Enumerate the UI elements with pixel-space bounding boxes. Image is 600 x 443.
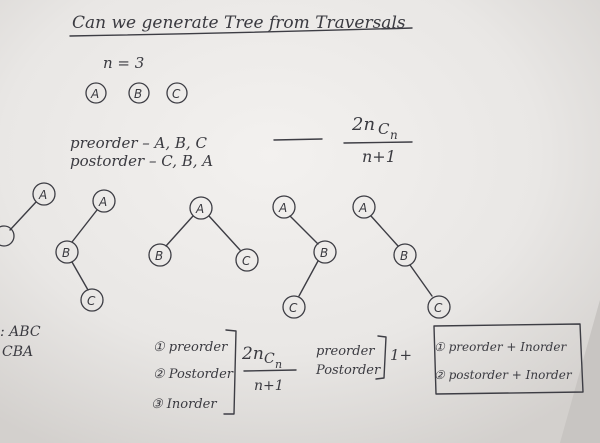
- group-with-inorder: ① preorder + Inorder ② postorder + Inord…: [433, 323, 584, 395]
- tree-3: A B C: [272, 195, 337, 319]
- group2-item1: preorder: [316, 344, 375, 359]
- node-a-circle: [85, 82, 107, 104]
- n-label: n = 3: [103, 54, 144, 72]
- group3-item2: ② postorder + Inorder: [434, 368, 573, 382]
- tree2-edge-ac: [208, 215, 241, 251]
- group1-sub: C: [264, 351, 275, 367]
- group-pre-post: preorder Postorder 1+: [315, 335, 412, 380]
- tree4-node-b: [393, 243, 417, 267]
- tree-4: A B C: [352, 195, 451, 319]
- tree2-node-b: [148, 243, 172, 267]
- tree3-edge-bc: [298, 260, 319, 297]
- tree4-edge-bc: [409, 264, 433, 297]
- tree4-node-a: [352, 195, 376, 219]
- tree1-node-b: [55, 240, 79, 264]
- node-b-circle: [128, 82, 150, 104]
- tree1-label-c: C: [87, 294, 96, 308]
- group2-item2: Postorder: [315, 363, 381, 378]
- tree4-edge-ab: [370, 215, 399, 247]
- tree4-label-b: B: [400, 249, 408, 263]
- tree3-label-a: A: [278, 201, 287, 215]
- tree-partial-left: A: [0, 182, 56, 247]
- board-shadow: [560, 300, 600, 443]
- node-b-label: B: [134, 87, 142, 101]
- tree2-node-a: [189, 196, 213, 220]
- tree3-node-b: [313, 240, 337, 264]
- tree0-label-a: A: [38, 188, 47, 202]
- group1-item2: ② Postorder: [153, 367, 234, 382]
- formula-bar: [343, 141, 413, 144]
- group1-item1: ① preorder: [153, 340, 228, 355]
- node-row: A B C: [85, 82, 188, 104]
- group1-numerator: 2n: [241, 344, 264, 364]
- tree2-label-c: C: [242, 254, 251, 268]
- tree1-node-a: [92, 189, 116, 213]
- tree0-node-b: [0, 225, 15, 247]
- partial-preorder: : ABC: [0, 324, 41, 340]
- group2-bracket: [375, 335, 387, 380]
- formula-sub: C: [378, 120, 390, 138]
- node-a-label: A: [90, 87, 99, 101]
- group-all-three: ① preorder ② Postorder ③ Inorder 2n C n …: [151, 329, 297, 415]
- preorder-line: preorder – A, B, C: [70, 134, 207, 152]
- formula-sub2: n: [390, 128, 398, 142]
- tree2-label-a: A: [195, 202, 204, 216]
- group1-denominator: n+1: [254, 378, 284, 394]
- tree4-label-a: A: [358, 201, 367, 215]
- group1-sub2: n: [275, 358, 282, 371]
- tree1-node-c: [80, 288, 104, 312]
- group2-value: 1+: [390, 346, 412, 364]
- partial-postorder: CBA: [2, 344, 33, 360]
- tree2-node-c: [235, 248, 259, 272]
- tree3-label-b: B: [320, 246, 328, 260]
- tree2-edge-ab: [165, 215, 194, 247]
- tree2-label-b: B: [155, 249, 163, 263]
- tree1-label-b: B: [62, 246, 70, 260]
- group1-bracket: [223, 329, 237, 415]
- group3-item1: ① preorder + Inorder: [434, 340, 567, 354]
- node-c-label: C: [172, 87, 181, 101]
- title: Can we generate Tree from Traversals: [72, 13, 406, 33]
- catalan-formula: 2n C n n+1: [343, 114, 413, 166]
- group1-item3: ③ Inorder: [151, 397, 217, 412]
- group3-box: [433, 323, 584, 395]
- tree3-node-c: [282, 295, 306, 319]
- tree3-node-a: [272, 195, 296, 219]
- group1-bar: [243, 369, 297, 372]
- tree0-node-a: [32, 182, 56, 206]
- tree3-edge-ab: [289, 215, 319, 245]
- tree3-label-c: C: [289, 301, 298, 315]
- connector-dash: [273, 138, 323, 141]
- node-c-circle: [166, 82, 188, 104]
- title-underline: [69, 27, 413, 37]
- tree1-edge-bc: [71, 261, 89, 291]
- formula-numerator: 2n: [351, 114, 375, 135]
- tree4-label-c: C: [434, 301, 443, 315]
- postorder-line: postorder – C, B, A: [70, 152, 213, 170]
- tree-2: A B C: [148, 196, 259, 272]
- tree-1: A B C: [55, 189, 116, 312]
- tree0-edge: [9, 201, 37, 231]
- formula-denominator: n+1: [362, 147, 396, 166]
- tree1-label-a: A: [98, 195, 107, 209]
- tree1-edge-ab: [71, 209, 98, 243]
- tree4-node-c: [427, 295, 451, 319]
